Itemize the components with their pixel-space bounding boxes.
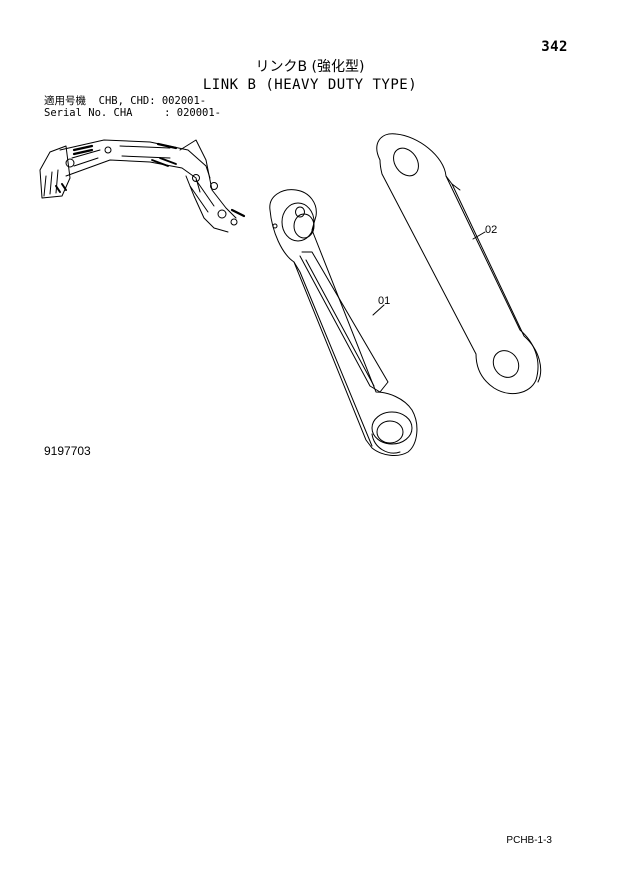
title-english: LINK B (HEAVY DUTY TYPE) — [202, 77, 418, 93]
applicability-line-2: Serial No. CHA : 020001- — [44, 107, 222, 119]
title-japanese: リンクB (強化型) — [255, 59, 365, 75]
link-part-01 — [269, 189, 418, 456]
callout-02: 02 — [485, 224, 497, 236]
page-code: PCHB-1-3 — [506, 835, 552, 846]
callout-01: 01 — [378, 295, 390, 307]
page-number: 342 — [541, 39, 568, 55]
drawing-number: 9197703 — [44, 444, 91, 458]
link-part-02 — [376, 133, 542, 395]
applicability-line-1: 適用号機 CHB, CHD: 002001- — [44, 95, 207, 107]
machine-location-thumbnail — [39, 139, 246, 233]
